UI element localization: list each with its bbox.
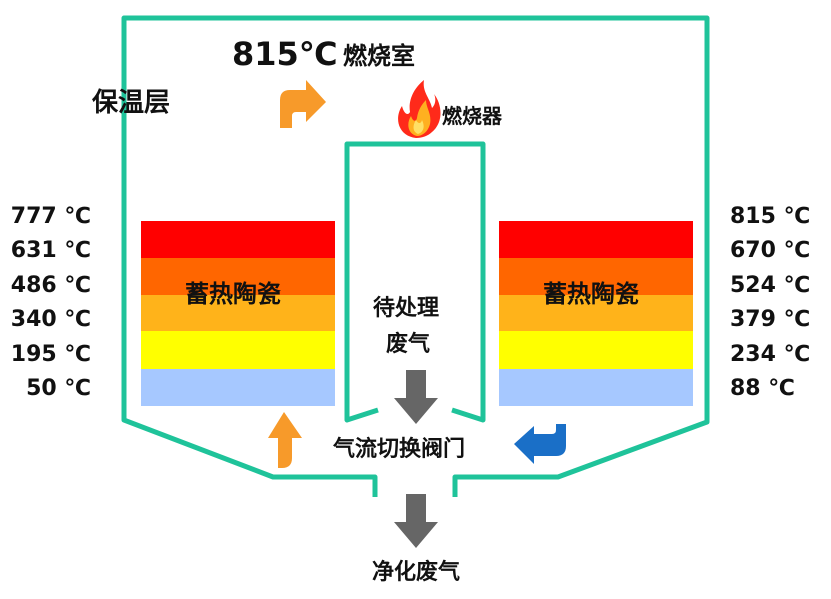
right-ceramic-stack bbox=[499, 221, 693, 406]
untreated-gas-label-line1: 待处理 bbox=[373, 296, 440, 321]
right-layer-1 bbox=[499, 221, 693, 258]
left-temp-1: 777 ℃ bbox=[10, 204, 91, 229]
left-layer-2 bbox=[141, 258, 335, 295]
gray-arrow-down-icon bbox=[394, 370, 438, 424]
left-layer-1 bbox=[141, 221, 335, 258]
left-temp-5: 195 ℃ bbox=[10, 342, 91, 367]
inlet-duct bbox=[344, 141, 486, 423]
left-temp-2: 631 ℃ bbox=[10, 238, 91, 263]
right-temp-3: 524 ℃ bbox=[730, 273, 811, 298]
left-layer-3 bbox=[141, 295, 335, 331]
valve-label: 气流切换阀门 bbox=[333, 437, 466, 462]
flame-icon bbox=[398, 80, 441, 138]
left-temp-6: 50 ℃ bbox=[26, 376, 91, 401]
right-temp-2: 670 ℃ bbox=[730, 238, 811, 263]
right-temp-1: 815 ℃ bbox=[730, 204, 811, 229]
right-temp-4: 379 ℃ bbox=[730, 307, 811, 332]
combustion-chamber-label: 燃烧室 bbox=[343, 42, 415, 70]
untreated-gas-label-line2: 废气 bbox=[386, 332, 431, 357]
blue-arrow-left-icon bbox=[514, 424, 566, 464]
left-ceramic-stack bbox=[141, 221, 335, 406]
right-temp-5: 234 ℃ bbox=[730, 342, 811, 367]
right-ceramic-label: 蓄热陶瓷 bbox=[543, 280, 639, 308]
left-temp-3: 486 ℃ bbox=[10, 273, 91, 298]
right-layer-4 bbox=[499, 331, 693, 369]
right-temp-6: 88 ℃ bbox=[730, 376, 795, 401]
right-layer-3 bbox=[499, 295, 693, 331]
left-temp-4: 340 ℃ bbox=[10, 307, 91, 332]
burner-label: 燃烧器 bbox=[442, 104, 502, 128]
left-layer-5 bbox=[141, 369, 335, 406]
clean-gas-label: 净化废气 bbox=[372, 560, 461, 585]
right-layer-2 bbox=[499, 258, 693, 295]
insulation-wall bbox=[121, 15, 710, 497]
chamber-temperature: 815℃ bbox=[232, 35, 338, 73]
orange-arrow-right-icon bbox=[280, 80, 326, 128]
orange-arrow-up-icon bbox=[268, 412, 302, 468]
left-ceramic-label: 蓄热陶瓷 bbox=[185, 280, 281, 308]
gray-arrow-outlet-icon bbox=[394, 494, 438, 548]
right-layer-5 bbox=[499, 369, 693, 406]
left-layer-4 bbox=[141, 331, 335, 369]
insulation-label: 保温层 bbox=[92, 88, 171, 118]
